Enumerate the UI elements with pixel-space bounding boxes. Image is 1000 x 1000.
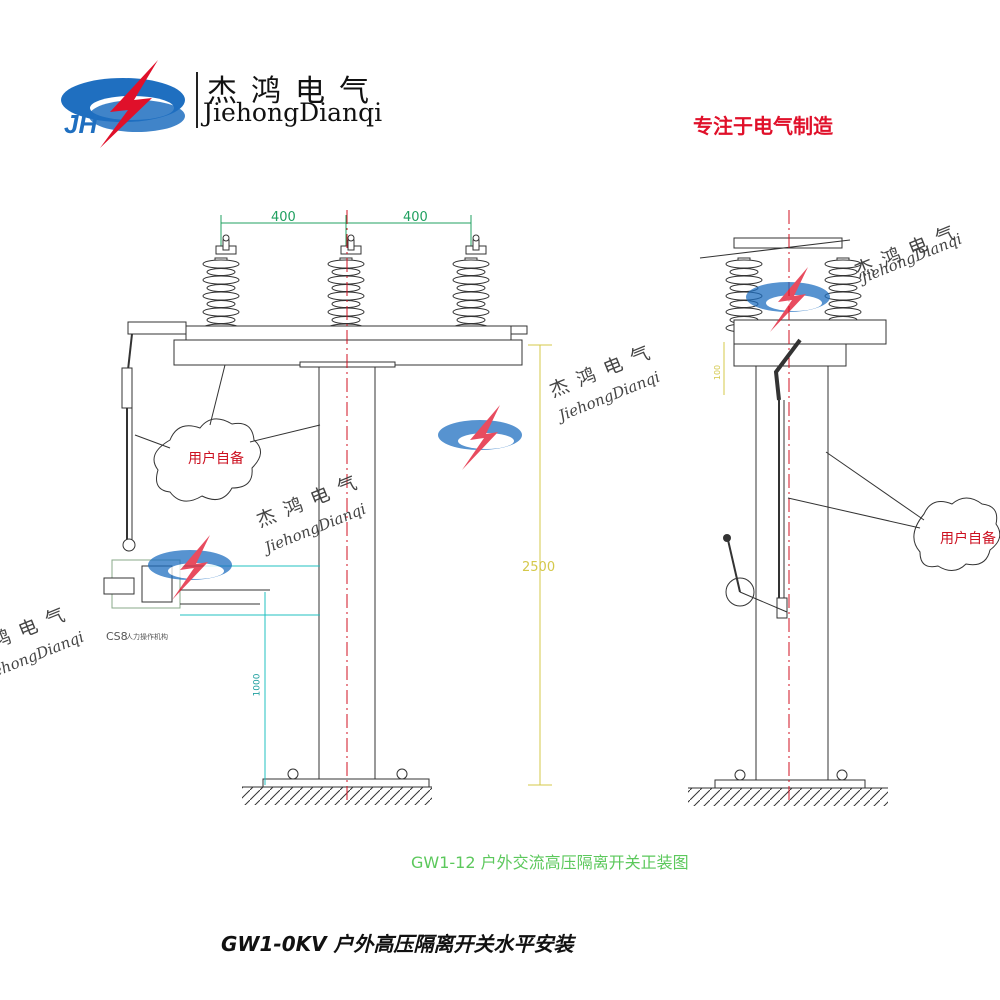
side-view [688,210,1000,806]
brand-logo-text: JH [64,109,98,139]
slogan: 专注于电气制造 [693,114,833,138]
brand-name-cn: 杰鸿电气 [207,74,383,109]
note-user-supplied-right: 用户自备 [940,531,996,547]
dimension-left-spacing: 400 [271,210,296,225]
brand-name-en: JiehongDianqi [203,98,383,127]
front-view [103,210,552,805]
main-title: GW1-0KV 户外高压隔离开关水平安装 [221,932,574,956]
dimension-side-small: 100 [713,364,723,381]
brand-logo: JH [61,60,198,148]
mechanism-label: CS8 [106,630,128,643]
watermark-logo [148,267,830,600]
drawing-caption: GW1-12 户外交流高压隔离开关正装图 [411,853,689,872]
dimension-mechanism-height: 1000 [252,673,263,697]
dimension-total-height: 2500 [522,560,556,575]
note-user-supplied-left: 用户自备 [188,451,244,467]
dimension-right-spacing: 400 [403,210,428,225]
mechanism-sub-label: 人力操作机构 [126,633,168,641]
